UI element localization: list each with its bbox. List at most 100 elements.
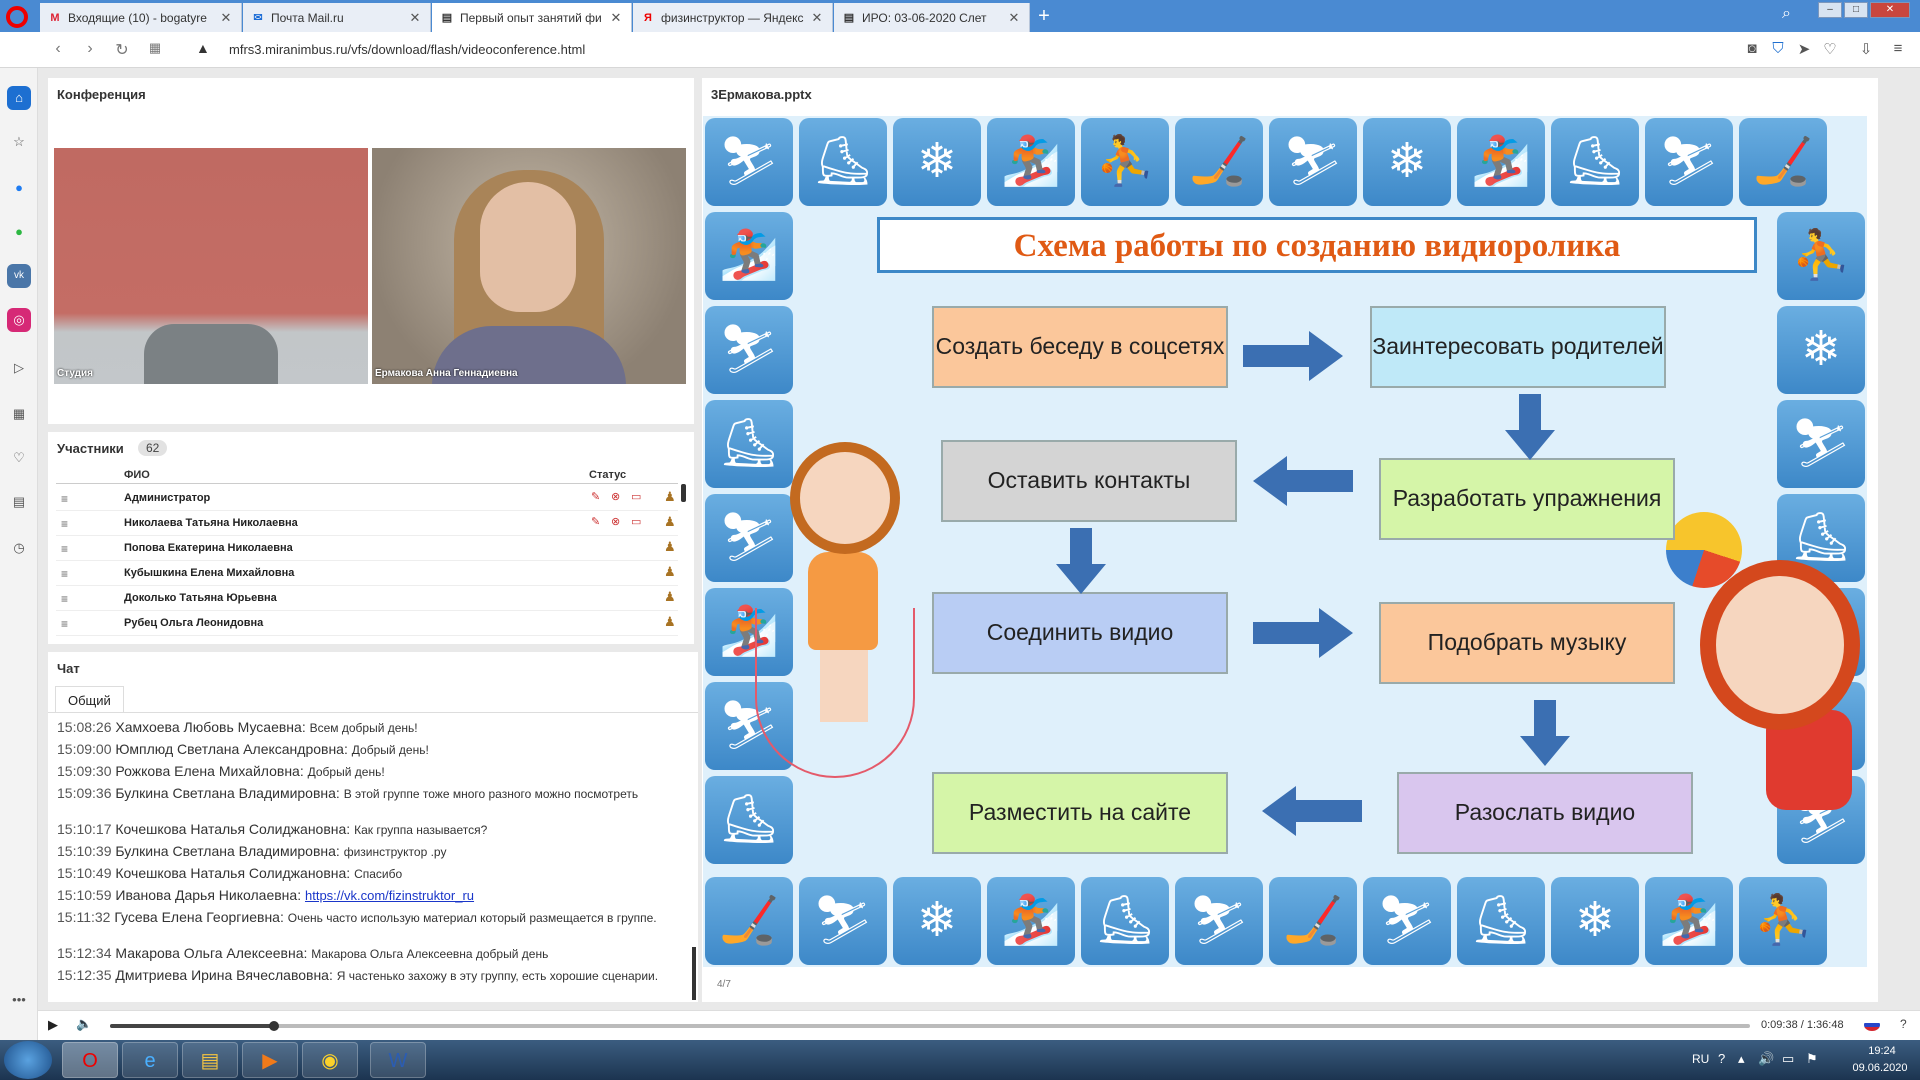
history-icon[interactable]: ◷	[13, 540, 25, 555]
drag-handle-icon[interactable]: ≡	[61, 492, 69, 506]
camera-muted-icon[interactable]: ⊗	[611, 491, 621, 503]
close-icon[interactable]: ✕	[409, 9, 421, 25]
search-icon[interactable]: ⌕	[1782, 5, 1791, 22]
minimize-button[interactable]: –	[1818, 2, 1842, 18]
send-icon[interactable]: ➤	[1797, 41, 1811, 58]
chat-tab-general[interactable]: Общий	[55, 686, 124, 714]
participant-row[interactable]: ≡ Рубец Ольга Леонидовна ♟	[56, 611, 678, 636]
sport-tile-icon: ⛷	[1363, 877, 1451, 965]
drag-handle-icon[interactable]: ≡	[61, 542, 69, 556]
opera-logo-icon[interactable]	[6, 6, 28, 28]
close-icon[interactable]: ✕	[220, 9, 232, 25]
volume-icon[interactable]: 🔈	[76, 1016, 93, 1031]
vk-icon[interactable]: vk	[7, 264, 31, 288]
russian-flag-icon[interactable]	[1864, 1019, 1880, 1031]
reload-icon[interactable]: ↻	[115, 42, 129, 59]
participant-row[interactable]: ≡ Доколько Татьяна Юрьевна ♟	[56, 586, 678, 611]
instagram-icon[interactable]: ◎	[7, 308, 31, 332]
language-indicator[interactable]: RU	[1692, 1052, 1710, 1066]
new-tab-button[interactable]: +	[1038, 5, 1050, 27]
camera-icon[interactable]: ◙	[1747, 40, 1757, 57]
opera-taskbar-icon[interactable]: O	[62, 1042, 118, 1078]
flag-tray-icon[interactable]: ⚑	[1806, 1051, 1818, 1066]
heart-icon[interactable]: ♡	[1823, 41, 1837, 58]
close-icon[interactable]: ✕	[610, 9, 622, 25]
mic-muted-icon[interactable]: ✎	[591, 516, 601, 528]
screen-muted-icon[interactable]: ▭	[631, 491, 642, 503]
browser-sidebar: ⌂ ☆ ● ● vk ◎ ▷ ▦ ♡ ▤ ◷ •••	[0, 68, 38, 1040]
clock-date[interactable]: 09.06.2020	[1852, 1062, 1908, 1074]
step-box: Создать беседу в соцсетях	[932, 306, 1228, 388]
menu-icon[interactable]: ≡	[1893, 40, 1903, 57]
help-icon[interactable]: ?	[1900, 1017, 1907, 1031]
explorer-taskbar-icon[interactable]: ▤	[182, 1042, 238, 1078]
camera-muted-icon[interactable]: ⊗	[611, 516, 621, 528]
volume-tray-icon[interactable]: 🔊	[1758, 1051, 1775, 1066]
chat-message: 15:08:26 Хамхоева Любовь Мусаевна: Всем …	[57, 719, 418, 735]
player-icon[interactable]: ▷	[14, 360, 24, 375]
close-icon[interactable]: ✕	[1008, 9, 1020, 25]
sport-tile-icon: ❄	[1363, 118, 1451, 206]
drag-handle-icon[interactable]: ≡	[61, 517, 69, 531]
tabs-grid-icon[interactable]: ▦	[148, 40, 162, 55]
tab-mail[interactable]: ✉ Почта Mail.ru ✕	[243, 3, 431, 32]
drag-handle-icon[interactable]: ≡	[61, 567, 69, 581]
url-field[interactable]: mfrs3.miranimbus.ru/vfs/download/flash/v…	[229, 42, 586, 57]
tab-conference[interactable]: ▤ Первый опыт занятий фи ✕	[432, 3, 632, 32]
conference-title: Конференция	[57, 87, 146, 102]
network-tray-icon[interactable]: ▭	[1782, 1051, 1795, 1066]
chat-link[interactable]: https://vk.com/fizinstruktor_ru	[304, 888, 475, 903]
home-icon[interactable]: ⌂	[7, 86, 31, 110]
messenger-icon[interactable]: ●	[15, 180, 23, 195]
participants-scrollbar[interactable]	[681, 484, 686, 502]
bookmark-icon[interactable]: ☆	[13, 134, 25, 149]
seek-handle[interactable]	[269, 1021, 279, 1031]
back-icon[interactable]: ‹	[55, 40, 61, 57]
tab-iro[interactable]: ▤ ИРО: 03-06-2020 Слет ✕	[834, 3, 1030, 32]
participant-row[interactable]: ≡ Николаева Татьяна Николаевна ✎ ⊗ ▭ ♟	[56, 511, 678, 536]
media-player-taskbar-icon[interactable]: ▶	[242, 1042, 298, 1078]
drag-handle-icon[interactable]: ≡	[61, 592, 69, 606]
user-icon: ♟	[664, 514, 676, 529]
seek-slider[interactable]	[110, 1021, 1750, 1031]
sport-tile-icon: ⛸	[1081, 877, 1169, 965]
sport-tile-icon: ⛷	[1175, 877, 1263, 965]
forward-icon[interactable]: ›	[87, 40, 93, 57]
drag-handle-icon[interactable]: ≡	[61, 617, 69, 631]
maximize-button[interactable]: □	[1844, 2, 1868, 18]
sport-tile-icon: ⛷	[705, 494, 793, 582]
start-button[interactable]	[4, 1041, 52, 1079]
close-icon[interactable]: ✕	[811, 9, 823, 25]
download-icon[interactable]: ⇩	[1859, 41, 1873, 58]
arrow-left-icon	[1253, 456, 1353, 506]
word-taskbar-icon[interactable]: W	[370, 1042, 426, 1078]
more-icon[interactable]: •••	[12, 992, 26, 1007]
chat-scrollbar[interactable]	[692, 947, 696, 1000]
participant-row[interactable]: ≡ Кубышкина Елена Михайловна ♟	[56, 561, 678, 586]
video-studio[interactable]: Студия	[54, 148, 368, 384]
shield-icon[interactable]: ⛉	[1772, 40, 1784, 57]
whatsapp-icon[interactable]: ●	[15, 224, 23, 239]
help-tray-icon[interactable]: ?	[1718, 1051, 1726, 1066]
extensions-icon[interactable]: ▦	[12, 406, 26, 421]
news-icon[interactable]: ▤	[12, 494, 26, 509]
tab-gmail[interactable]: M Входящие (10) - bogatyre ✕	[40, 3, 242, 32]
clock-time[interactable]: 19:24	[1868, 1045, 1896, 1057]
close-window-button[interactable]: ✕	[1870, 2, 1910, 18]
column-header-status[interactable]: Статус	[589, 469, 627, 481]
participant-row[interactable]: ≡ Попова Екатерина Николаевна ♟	[56, 536, 678, 561]
chrome-taskbar-icon[interactable]: ◉	[302, 1042, 358, 1078]
mic-muted-icon[interactable]: ✎	[591, 491, 601, 503]
column-header-name[interactable]: ФИО	[124, 469, 150, 481]
tab-yandex[interactable]: Я физинструктор — Яндекс ✕	[633, 3, 833, 32]
girl-head-shape	[790, 442, 900, 554]
heart-icon[interactable]: ♡	[13, 450, 25, 465]
ie-taskbar-icon[interactable]: e	[122, 1042, 178, 1078]
play-icon[interactable]: ▶	[48, 1017, 58, 1032]
warning-icon[interactable]: ▲	[196, 40, 210, 56]
tray-arrow-icon[interactable]: ▴	[1738, 1051, 1745, 1066]
screen-muted-icon[interactable]: ▭	[631, 516, 642, 528]
video-speaker[interactable]: Ермакова Анна Геннадиевна	[372, 148, 686, 384]
chat-message: 15:12:34 Макарова Ольга Алексеевна: Мака…	[57, 945, 549, 961]
participant-row[interactable]: ≡ Администратор ✎ ⊗ ▭ ♟	[56, 486, 678, 511]
